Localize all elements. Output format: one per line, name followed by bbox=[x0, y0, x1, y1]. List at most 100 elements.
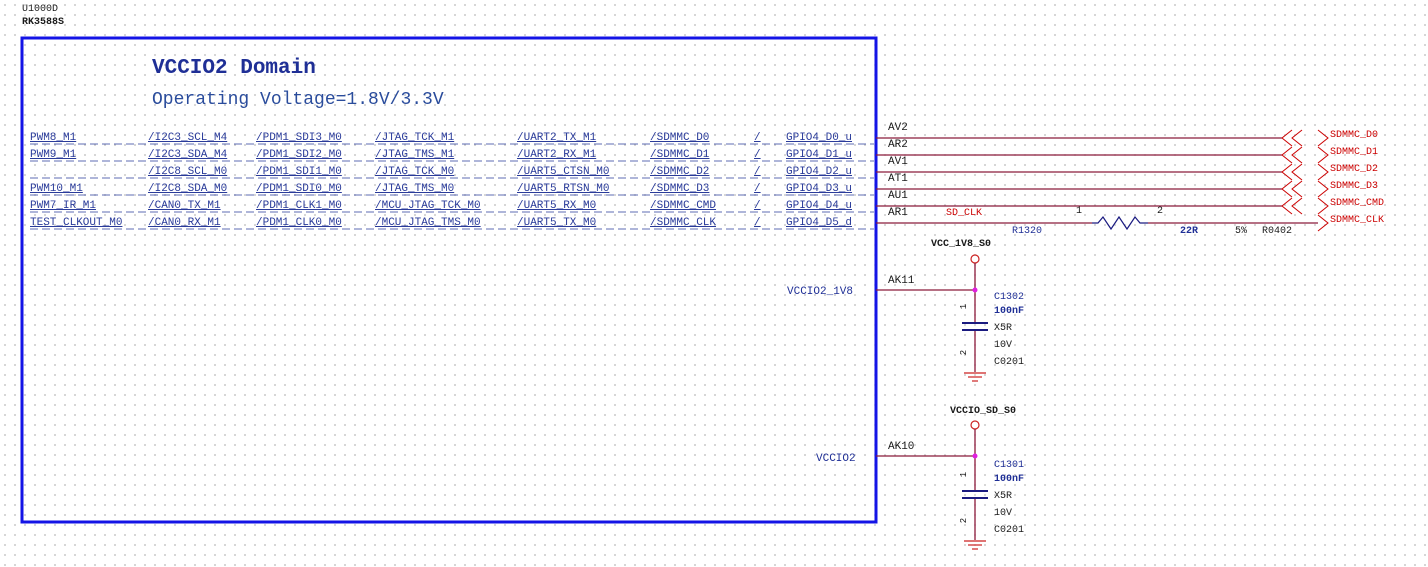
port-symbol-d3-c bbox=[1317, 180, 1329, 198]
port-symbol-d1-b bbox=[1291, 146, 1303, 164]
alt-func-6: /SDMMC_D3 bbox=[650, 183, 710, 195]
junction-dot bbox=[972, 287, 978, 293]
pin-number: AR2 bbox=[888, 139, 908, 151]
port-symbol-d3 bbox=[1281, 180, 1293, 198]
cap-package: C0201 bbox=[994, 525, 1025, 536]
gpio-name: GPIO4_D4_u bbox=[786, 200, 853, 212]
alt-func-6: /SDMMC_D0 bbox=[650, 132, 710, 144]
separator: / bbox=[754, 217, 761, 229]
power-group-vccio2 bbox=[876, 420, 988, 550]
alt-func-4: /MCU_JTAG_TMS_M0 bbox=[375, 217, 481, 229]
alt-func-4: /JTAG_TMS_M0 bbox=[375, 183, 455, 195]
cap-dielectric: X5R bbox=[994, 491, 1013, 502]
pin-number-ak10: AK10 bbox=[888, 441, 915, 453]
alt-func-2: /CAN0_RX_M1 bbox=[148, 217, 221, 229]
alt-func-6: /SDMMC_CLK bbox=[650, 217, 717, 229]
port-symbol-cmd bbox=[1281, 197, 1293, 215]
resistor-package: R0402 bbox=[1262, 226, 1293, 237]
net-port-sdmmc-d3: SDMMC_D3 bbox=[1330, 181, 1379, 192]
cap-ref: C1301 bbox=[994, 460, 1025, 471]
pin-number: AT1 bbox=[888, 173, 908, 185]
port-symbol-d0-c bbox=[1317, 129, 1329, 147]
resistor-tolerance: 5% bbox=[1235, 226, 1248, 237]
pin-number-ak11: AK11 bbox=[888, 275, 915, 287]
alt-func-3: /PDM1_CLK0_M0 bbox=[256, 217, 342, 229]
port-symbol-cmd-c bbox=[1317, 197, 1329, 215]
signal-wires bbox=[876, 137, 1318, 224]
separator: / bbox=[754, 149, 761, 161]
gpio-name: GPIO4_D0_u bbox=[786, 132, 853, 144]
alt-func-2: /I2C8_SDA_M0 bbox=[148, 183, 228, 195]
port-symbol-d2 bbox=[1281, 163, 1293, 181]
cap-value: 100nF bbox=[994, 474, 1025, 485]
power-port-symbol bbox=[970, 254, 980, 264]
alt-func-4: /JTAG_TCK_M1 bbox=[375, 132, 455, 144]
power-rail-label: VCCIO_SD_S0 bbox=[950, 406, 1017, 417]
separator: / bbox=[754, 132, 761, 144]
port-symbol-d0-b bbox=[1291, 129, 1303, 147]
separator: / bbox=[754, 200, 761, 212]
alt-func-1: PWM9_M1 bbox=[30, 149, 77, 161]
alt-func-3: /PDM1_SDI3_M0 bbox=[256, 132, 342, 144]
cap-package: C0201 bbox=[994, 357, 1025, 368]
gpio-name: GPIO4_D5_d bbox=[786, 217, 853, 229]
port-symbol-clk bbox=[1317, 214, 1329, 232]
cap-pin2: 2 bbox=[959, 517, 970, 524]
port-symbol-d1-c bbox=[1317, 146, 1329, 164]
cap-value: 100nF bbox=[994, 306, 1025, 317]
alt-func-4: /JTAG_TMS_M1 bbox=[375, 149, 455, 161]
separator: / bbox=[754, 166, 761, 178]
resistor-pin2: 2 bbox=[1157, 206, 1164, 217]
junction-dot bbox=[972, 453, 978, 459]
gpio-name: GPIO4_D1_u bbox=[786, 149, 853, 161]
cap-pin2: 2 bbox=[959, 349, 970, 356]
alt-func-6: /SDMMC_D2 bbox=[650, 166, 710, 178]
alt-func-1: TEST_CLKOUT_M0 bbox=[30, 217, 123, 229]
alt-func-5: /UART5_TX_M0 bbox=[517, 217, 597, 229]
net-port-symbols bbox=[1281, 129, 1329, 232]
power-pin-name-vccio2: VCCIO2 bbox=[816, 453, 856, 465]
power-port-symbol bbox=[970, 420, 980, 430]
port-symbol-d2-b bbox=[1291, 163, 1303, 181]
net-port-sdmmc-d0: SDMMC_D0 bbox=[1330, 130, 1379, 141]
net-port-sdmmc-clk: SDMMC_CLK bbox=[1330, 215, 1385, 226]
port-symbol-cmd-b bbox=[1291, 197, 1303, 215]
alt-func-5: /UART2_TX_M1 bbox=[517, 132, 597, 144]
part-number-label: RK3588S bbox=[22, 17, 65, 28]
port-symbol-d2-c bbox=[1317, 163, 1329, 181]
pin-number: AV1 bbox=[888, 156, 908, 168]
cap-ref: C1302 bbox=[994, 292, 1025, 303]
power-group-1v8 bbox=[876, 254, 988, 382]
net-port-sdmmc-cmd: SDMMC_CMD bbox=[1330, 198, 1385, 209]
alt-func-5: /UART5_RTSN_M0 bbox=[517, 183, 610, 195]
pin-row-leaders bbox=[30, 143, 874, 230]
alt-func-3: /PDM1_SDI0_M0 bbox=[256, 183, 342, 195]
alt-func-2: /I2C3_SDA_M4 bbox=[148, 149, 228, 161]
resistor-pin1: 1 bbox=[1076, 206, 1083, 217]
gpio-name: GPIO4_D3_u bbox=[786, 183, 853, 195]
cap-dielectric: X5R bbox=[994, 323, 1013, 334]
net-port-sdmmc-d1: SDMMC_D1 bbox=[1330, 147, 1379, 158]
designator-label: U1000D bbox=[22, 4, 59, 15]
port-symbol-d0 bbox=[1281, 129, 1293, 147]
cap-voltage: 10V bbox=[994, 340, 1013, 351]
alt-func-1: PWM8_M1 bbox=[30, 132, 77, 144]
net-port-sdmmc-d2: SDMMC_D2 bbox=[1330, 164, 1379, 175]
pin-number: AV2 bbox=[888, 122, 908, 134]
alt-func-2: /I2C3_SCL_M4 bbox=[148, 132, 228, 144]
resistor-ref: R1320 bbox=[1012, 226, 1043, 237]
net-label-sd-clk: SD_CLK bbox=[946, 208, 983, 219]
port-symbol-d3-b bbox=[1291, 180, 1303, 198]
cap-pin1: 1 bbox=[959, 303, 970, 310]
alt-func-4: /JTAG_TCK_M0 bbox=[375, 166, 455, 178]
alt-func-2: /CAN0_TX_M1 bbox=[148, 200, 221, 212]
domain-title: VCCIO2 Domain bbox=[152, 57, 316, 80]
power-pin-name-vccio2-1v8: VCCIO2_1V8 bbox=[787, 286, 854, 298]
alt-func-4: /MCU_JTAG_TCK_M0 bbox=[375, 200, 481, 212]
pin-number: AU1 bbox=[888, 190, 908, 202]
cap-pin1: 1 bbox=[959, 471, 970, 478]
alt-func-6: /SDMMC_D1 bbox=[650, 149, 710, 161]
alt-func-3: /PDM1_SDI1_M0 bbox=[256, 166, 342, 178]
alt-func-1: PWM10_M1 bbox=[30, 183, 83, 195]
